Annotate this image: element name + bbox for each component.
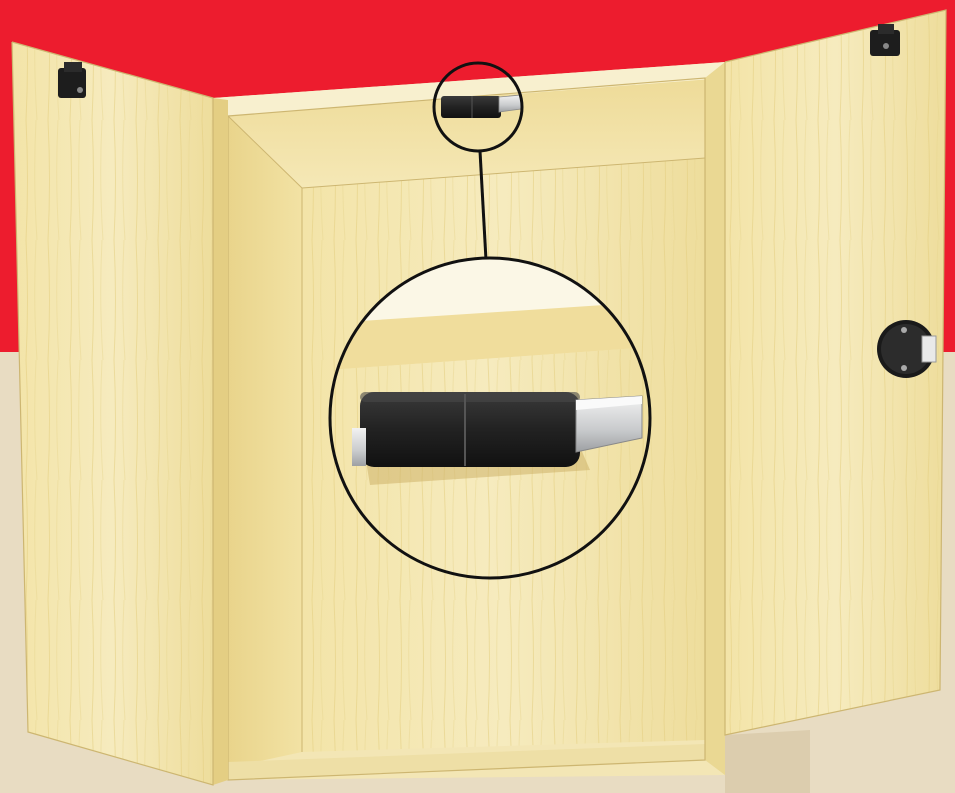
left-door-edge	[213, 98, 228, 785]
cabinet-left-side	[228, 116, 302, 768]
cabinet-right-edge	[705, 62, 725, 775]
left-door-grain	[12, 42, 213, 785]
floor-shadow	[725, 730, 810, 793]
